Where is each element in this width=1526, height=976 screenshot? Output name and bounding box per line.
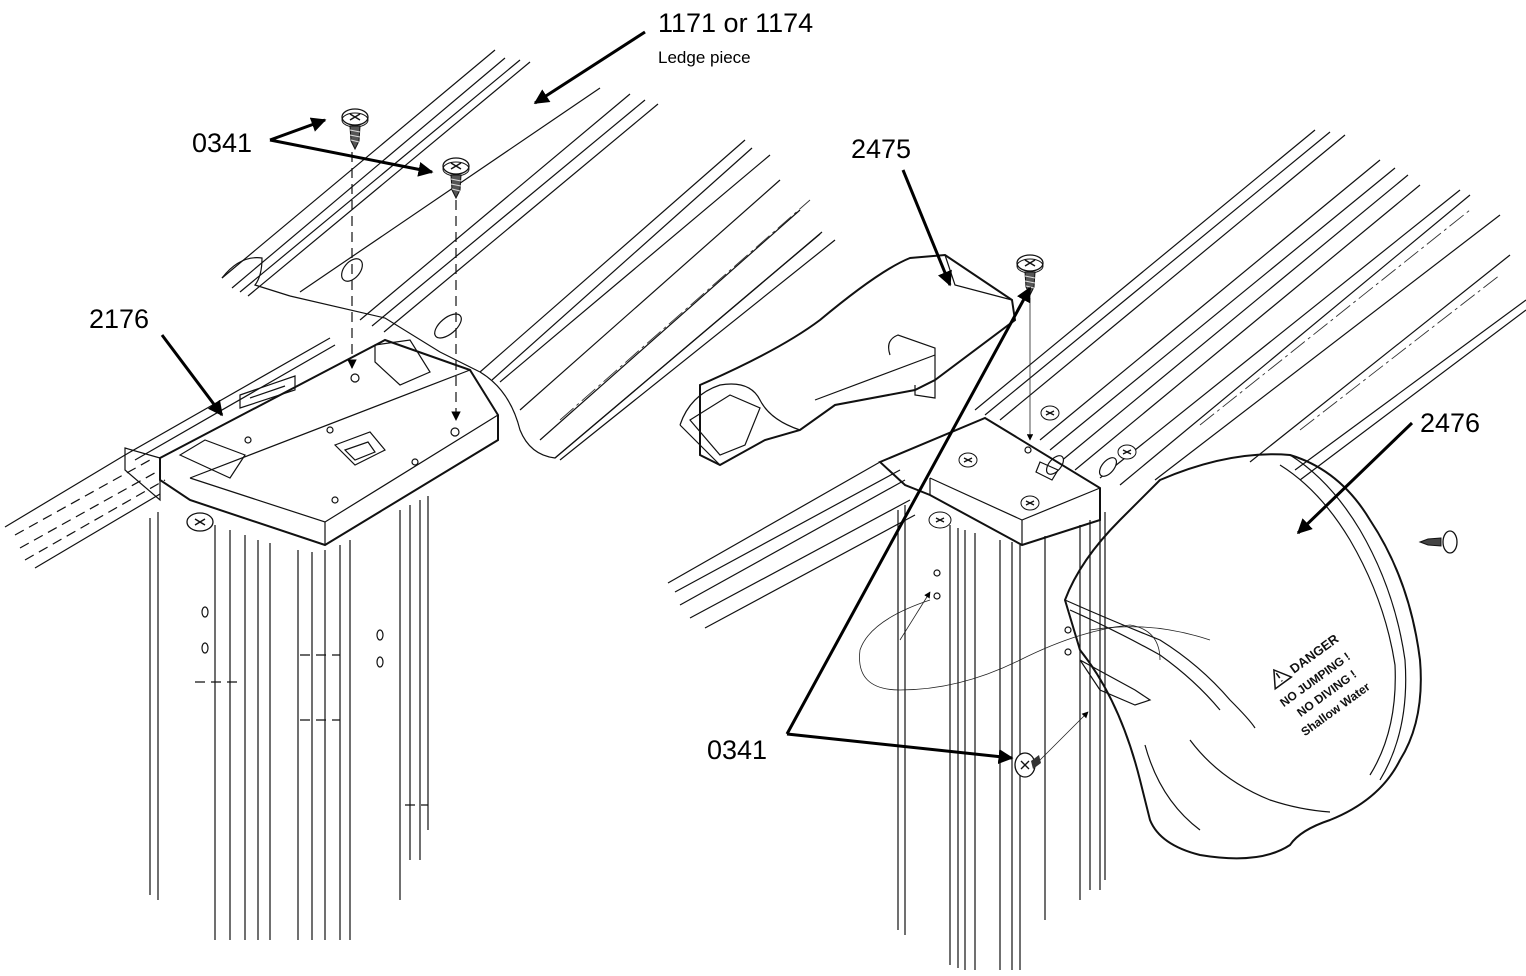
- warning-triangle-icon: [1273, 668, 1293, 691]
- post-right: [897, 505, 1106, 970]
- right-assembly: DANGER NO JUMPING ! NO DIVING ! Shallow …: [667, 129, 1526, 970]
- callout-ledge-name: Ledge piece: [658, 48, 751, 67]
- cover-2475: [679, 253, 1017, 467]
- callout-ledge-part: 1171 or 1174: [658, 8, 814, 38]
- warning-label: DANGER NO JUMPING ! NO DIVING ! Shallow …: [1273, 631, 1373, 739]
- screw-icon: [1014, 752, 1041, 778]
- corner-plate: [878, 405, 1137, 547]
- ledge-piece-left: [221, 49, 836, 461]
- callout-screw-right: 0341: [707, 735, 768, 765]
- screw-icon: [1418, 530, 1458, 554]
- cover-2476: DANGER NO JUMPING ! NO DIVING ! Shallow …: [1063, 453, 1422, 860]
- callout-screw-left: 0341: [192, 128, 253, 158]
- callout-cover-large: 2476: [1420, 408, 1481, 438]
- callout-cover-small: 2475: [851, 134, 912, 164]
- post-left: [149, 496, 429, 940]
- ledge-piece-right: [974, 129, 1526, 486]
- left-assembly: [4, 49, 836, 940]
- bottom-rail-right: [667, 461, 916, 629]
- leader-arrows: [160, 30, 1414, 765]
- screw-icon: [341, 108, 369, 150]
- connector-2176: [124, 338, 499, 547]
- callout-connector: 2176: [89, 304, 150, 334]
- bottom-rail-left: [4, 337, 336, 569]
